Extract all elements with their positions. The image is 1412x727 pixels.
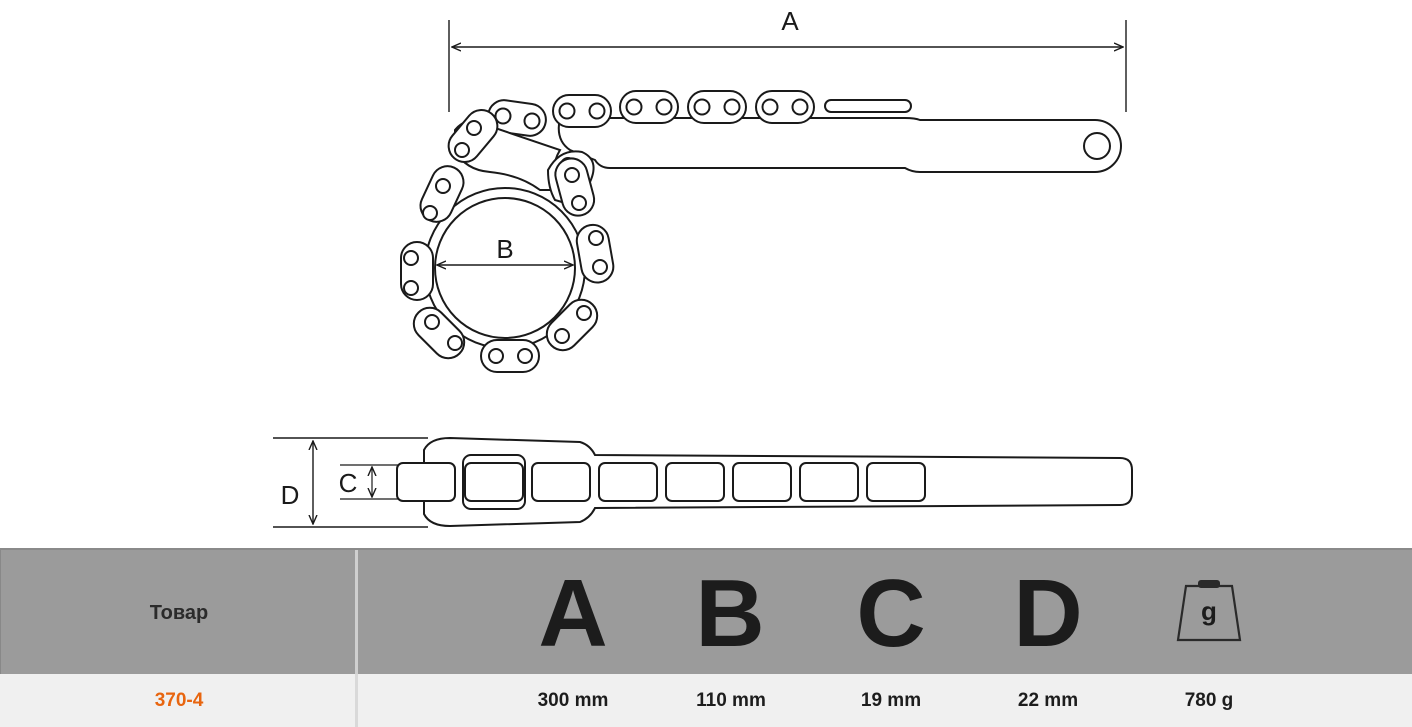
table-row: 370-4 300 mm 110 mm 19 mm 22 mm 780 g bbox=[0, 674, 1412, 727]
top-view bbox=[400, 20, 1127, 373]
dimension-label-a: A bbox=[781, 6, 799, 36]
header-column-d: D bbox=[1013, 560, 1083, 667]
value-d: 22 mm bbox=[1017, 689, 1079, 711]
header-column-b: B bbox=[695, 560, 765, 667]
row-product-cell bbox=[0, 674, 358, 727]
header-column-a: A bbox=[538, 560, 608, 667]
dimension-label-b: B bbox=[496, 234, 513, 264]
top-chain bbox=[487, 90, 815, 137]
spec-table: Товар A B C D g 370-4 300 mm 110 mm 19 m… bbox=[0, 548, 1412, 727]
value-c: 19 mm bbox=[860, 689, 922, 711]
weight-icon: g bbox=[1176, 580, 1242, 642]
chain-wrench-diagram: A B D C bbox=[273, 6, 1133, 528]
table-header-row: Товар A B C D g bbox=[0, 548, 1412, 676]
side-view bbox=[273, 436, 1133, 528]
value-b: 110 mm bbox=[696, 689, 766, 711]
value-a: 300 mm bbox=[537, 689, 609, 711]
product-code[interactable]: 370-4 bbox=[154, 689, 204, 711]
header-product-cell bbox=[0, 550, 358, 676]
wrap-chain bbox=[400, 109, 615, 373]
weight-icon-glyph: g bbox=[1201, 596, 1217, 626]
dimension-label-d: D bbox=[281, 480, 300, 510]
header-product-label: Товар bbox=[149, 601, 209, 624]
header-column-c: C bbox=[856, 560, 926, 667]
dimension-label-c: C bbox=[339, 468, 358, 498]
value-weight: 780 g bbox=[1184, 689, 1234, 711]
